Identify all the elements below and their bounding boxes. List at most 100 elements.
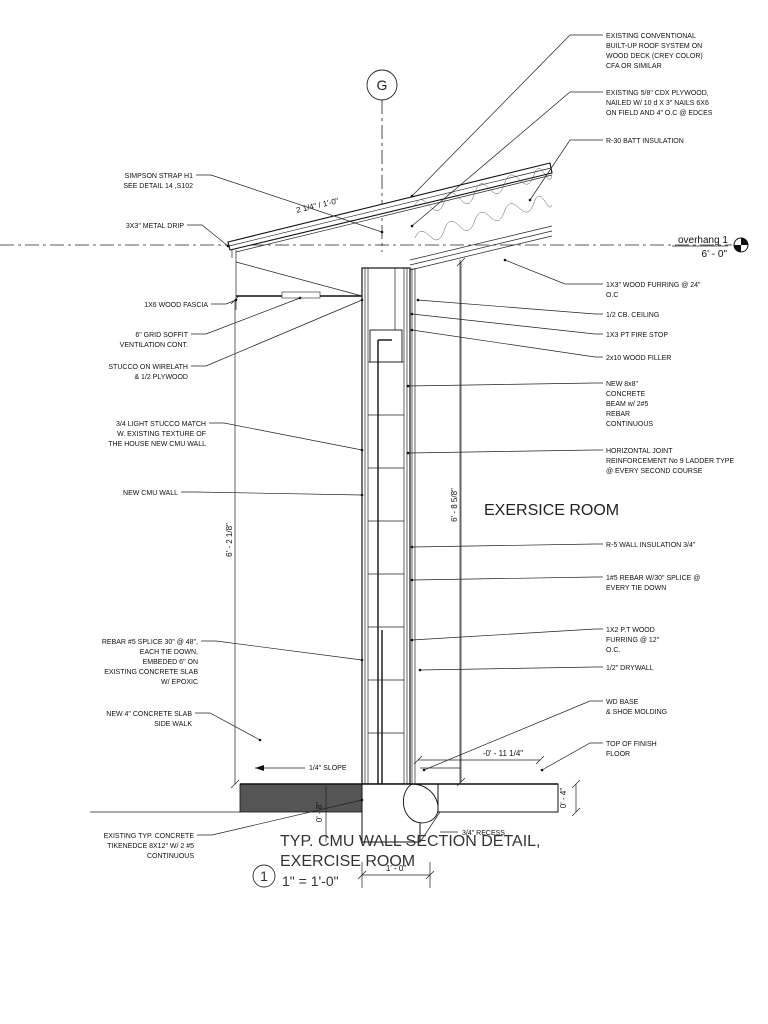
detail-title-line1: TYP. CMU WALL SECTION DETAIL,	[280, 833, 541, 850]
slope-note-text: 1/4" SLOPE	[309, 765, 347, 772]
note-line: NEW 8x8"	[606, 381, 639, 388]
note-line: R-5 WALL INSULATION 3/4"	[606, 542, 696, 549]
leader-dot	[360, 658, 364, 662]
leader-dot	[422, 768, 426, 772]
leader-line	[411, 91, 603, 227]
note-line: TOP OF FINISH	[606, 741, 657, 748]
note-line: REBAR #5 SPLICE 30" @ 48",	[102, 639, 198, 646]
leader-line	[411, 628, 603, 641]
note-line: 1X6 WOOD FASCIA	[144, 302, 208, 309]
grid-bubble-label: G	[377, 77, 388, 93]
right-note: EXISTING 5/8" CDX PLYWOOD,NAILED W/ 10 d…	[410, 90, 713, 228]
leader-dot	[258, 738, 262, 742]
leader-dot	[406, 451, 410, 455]
leader-dot	[410, 328, 414, 332]
note-line: 1#5 REBAR W/30" SPLICE @	[606, 575, 700, 582]
note-line: EVERY TIE DOWN	[606, 585, 666, 592]
recess-offset-text: -0' - 11 1/4"	[483, 749, 523, 758]
leader-dot	[410, 638, 414, 642]
right-note: R-30 BATT INSULATION	[528, 138, 684, 202]
leader-line	[407, 449, 603, 454]
leader-dot	[410, 545, 414, 549]
note-line: CFA OR SIMILAR	[606, 63, 662, 70]
note-line: W. EXISTING TEXTURE OF	[117, 431, 206, 438]
note-line: THE HOUSE NEW CMU WALL	[108, 441, 206, 448]
note-line: 1X2 P.T WOOD	[606, 627, 655, 634]
leader-line	[181, 491, 363, 496]
dimension-footing-depth: 0' - 8"	[315, 786, 327, 842]
note-line: NAILED W/ 10 d X 3" NAILS 6X6	[606, 100, 709, 107]
dimension-footing-width: 1' - 0"	[357, 862, 435, 888]
right-note: HORIZONTAL JOINT REINFORCEMENT No 9 LADDE…	[406, 448, 734, 475]
note-line: CONCRETE	[606, 391, 646, 398]
title-block: 1 TYP. CMU WALL SECTION DETAIL, EXERCISE…	[252, 833, 541, 889]
leader-dot	[298, 296, 302, 300]
note-line: WD BASE	[606, 699, 639, 706]
left-note: 1X6 WOOD FASCIA	[144, 298, 238, 309]
leader-line	[541, 742, 603, 771]
note-line: 1/2" DRYWALL	[606, 665, 654, 672]
note-line: REINFORCEMENT No 9 LADDER TYPE	[606, 458, 734, 465]
grid-line: G	[366, 69, 398, 252]
leader-dot	[226, 244, 230, 248]
note-line: W/ EPOXIC	[161, 679, 198, 686]
right-note: 1X3 PT FIRE STOP	[410, 312, 668, 339]
wall-height-text: 6' - 2 1/8"	[225, 523, 234, 557]
note-line: 1X3 PT FIRE STOP	[606, 332, 668, 339]
right-note: WD BASE& SHOE MOLDING	[422, 699, 667, 772]
slope-note: 1/4" SLOPE	[255, 765, 347, 772]
note-line: EACH TIE DOWN,	[140, 649, 198, 656]
left-note: 3X3" METAL DRIP	[126, 223, 230, 248]
note-line: TIKENEDCE 8X12" W/ 2 #5	[107, 843, 194, 850]
leader-line	[196, 174, 383, 233]
note-line: SIDE WALK	[154, 721, 192, 728]
leader-dot	[416, 298, 420, 302]
leader-dot	[234, 298, 238, 302]
leader-line	[529, 139, 603, 201]
leader-line	[411, 329, 603, 358]
leader-line	[419, 666, 603, 671]
leader-line	[197, 799, 363, 836]
leader-line	[411, 313, 603, 335]
note-line: WOOD DECK (CREY COLOR)	[606, 53, 703, 60]
leader-dot	[410, 194, 414, 198]
leader-dot	[380, 230, 384, 234]
note-line: SEE DETAIL 14 ,S102	[123, 183, 193, 190]
leader-line	[423, 700, 603, 771]
footing-depth-text: 0' - 8"	[315, 802, 324, 823]
leader-dot	[418, 668, 422, 672]
note-line: @ EVERY SECOND COURSE	[606, 468, 703, 475]
note-line: EMBEDED 6" ON	[143, 659, 198, 666]
note-line: BUILT-UP ROOF SYSTEM ON	[606, 43, 702, 50]
note-line: HORIZONTAL JOINT	[606, 448, 673, 455]
cmu-courses	[368, 361, 404, 734]
level-elevation: 6' - 0"	[702, 249, 728, 260]
note-line: CONTINUOUS	[147, 853, 194, 860]
leader-line	[201, 640, 363, 661]
right-note: R-5 WALL INSULATION 3/4"	[410, 542, 696, 549]
note-line: EXISTING CONCRETE SLAB	[104, 669, 198, 676]
right-note: 1X3" WOOD FURRING @ 24"O.C	[503, 258, 701, 299]
note-line: BEAM w/ 2#5	[606, 401, 649, 408]
recess-note-text: 3/4" RECESS	[462, 830, 505, 837]
leader-dot	[528, 198, 532, 202]
leader-line	[209, 422, 363, 451]
cmu-wall	[361, 267, 416, 790]
detail-scale: 1" = 1'-0"	[282, 873, 339, 889]
leader-dot	[410, 312, 414, 316]
level-target-icon	[733, 237, 749, 253]
leader-line	[191, 299, 363, 367]
leader-line	[417, 299, 603, 315]
detail-number: 1	[260, 868, 268, 884]
right-note: 1/2" DRYWALL	[418, 665, 654, 672]
note-line: STUCCO ON WIRELATH	[108, 364, 188, 371]
leader-line	[504, 259, 603, 285]
note-line: 2x10 WOOD FILLER	[606, 355, 671, 362]
